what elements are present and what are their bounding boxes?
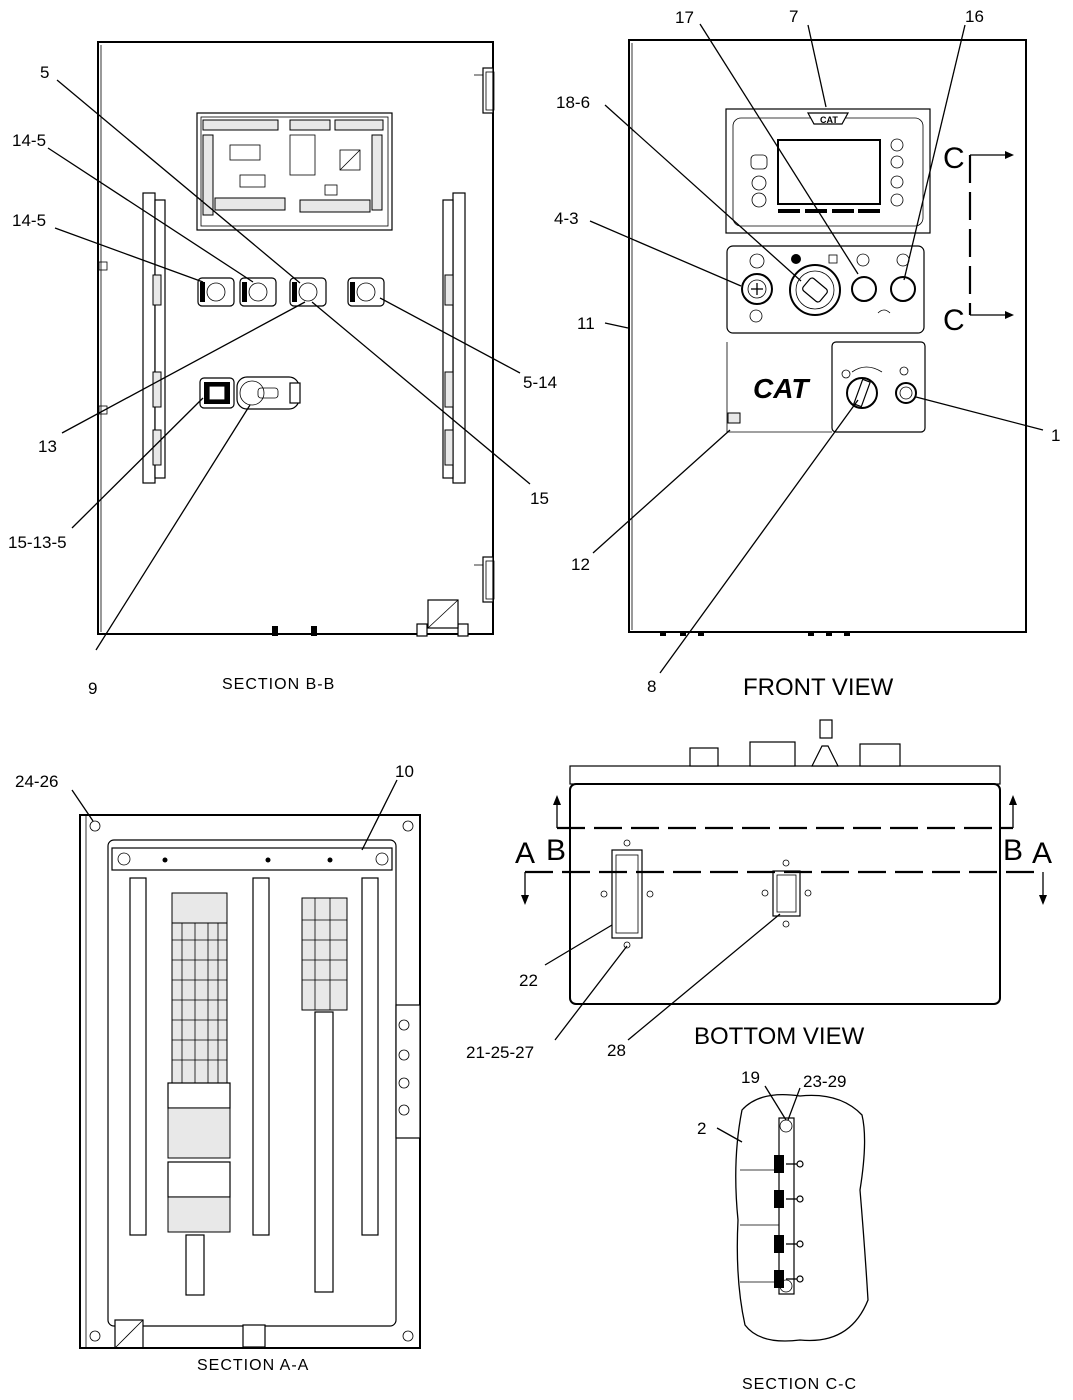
callout-14-5-a: 14-5 xyxy=(12,131,46,150)
callout-16: 16 xyxy=(965,7,984,26)
switch-module-15-13-5 xyxy=(199,377,235,409)
front-view-title: FRONT VIEW xyxy=(743,674,894,701)
section-c-bottom-label: C xyxy=(943,304,965,337)
callout-12: 12 xyxy=(571,555,590,574)
callout-23-29: 23-29 xyxy=(803,1072,846,1091)
callout-10: 10 xyxy=(395,762,414,781)
lower-panel: CAT xyxy=(726,341,926,433)
control-panel xyxy=(726,245,925,334)
section-cc-view: 19 23-29 2 SECTION C-C xyxy=(697,1068,869,1393)
callout-15: 15 xyxy=(530,489,549,508)
section-aa-title: SECTION A-A xyxy=(197,1357,309,1374)
section-bb-view: 5 14-5 14-5 5-14 13 15 15-13-5 9 SECTION… xyxy=(8,41,557,698)
section-a-right-label: A xyxy=(1032,837,1052,870)
bottom-fittings xyxy=(272,599,469,637)
section-cc-title: SECTION C-C xyxy=(742,1376,857,1393)
section-cc-markers: C C xyxy=(943,142,1014,337)
toggle-switches xyxy=(774,1155,804,1288)
cat-logo: CAT xyxy=(753,373,811,404)
switch-module-5-14 xyxy=(347,277,385,307)
din-rails xyxy=(129,877,379,1296)
mounting-rail-left xyxy=(142,192,166,484)
mounting-rail-right xyxy=(442,192,466,484)
front-view: CAT xyxy=(554,7,1060,701)
callout-13: 13 xyxy=(38,437,57,456)
callout-14-5-b: 14-5 xyxy=(12,211,46,230)
callout-2: 2 xyxy=(697,1119,706,1138)
callout-18-6: 18-6 xyxy=(556,93,590,112)
switch-module-14-5-a xyxy=(197,277,235,307)
display-module: CAT xyxy=(725,108,931,234)
callout-5: 5 xyxy=(40,63,49,82)
callout-24-26: 24-26 xyxy=(15,772,58,791)
callout-22: 22 xyxy=(519,971,538,990)
section-a-left-label: A xyxy=(515,837,535,870)
section-b-right-label: B xyxy=(1003,834,1023,867)
callout-5-14: 5-14 xyxy=(523,373,557,392)
callout-21-25-27: 21-25-27 xyxy=(466,1043,534,1062)
key-switch-9 xyxy=(236,376,301,410)
switch-module-14-5-b xyxy=(239,277,277,307)
controller-board xyxy=(196,112,393,231)
terminal-blocks xyxy=(167,892,348,1233)
section-b-left-label: B xyxy=(546,834,566,867)
section-ab-markers: A B B A xyxy=(515,795,1052,905)
section-aa-view: 24-26 10 SECTION A-A xyxy=(15,762,421,1374)
callout-1: 1 xyxy=(1051,426,1060,445)
callout-15-13-5: 15-13-5 xyxy=(8,533,67,552)
display-logo: CAT xyxy=(820,115,838,125)
callout-19: 19 xyxy=(741,1068,760,1087)
callout-8: 8 xyxy=(647,677,656,696)
switch-module-5 xyxy=(289,277,327,307)
gland-plate-28 xyxy=(761,859,812,928)
callout-28: 28 xyxy=(607,1041,626,1060)
section-c-top-label: C xyxy=(943,142,965,175)
callout-11: 11 xyxy=(577,314,595,333)
bottom-view: A B B A 22 21-25-27 28 BOTTOM VIEW xyxy=(466,719,1052,1062)
section-bb-title: SECTION B-B xyxy=(222,676,335,693)
callout-7: 7 xyxy=(789,7,798,26)
callout-17: 17 xyxy=(675,8,694,27)
bottom-view-title: BOTTOM VIEW xyxy=(694,1023,865,1050)
gland-plate-22 xyxy=(600,839,654,949)
callout-9: 9 xyxy=(88,679,97,698)
callout-4-3: 4-3 xyxy=(554,209,579,228)
